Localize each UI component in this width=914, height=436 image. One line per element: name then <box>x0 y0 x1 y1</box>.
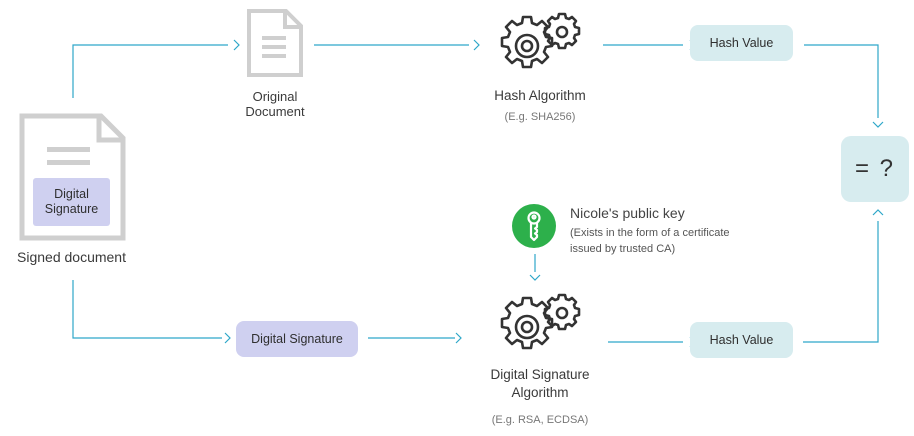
hash-value-bottom: Hash Value <box>690 322 793 358</box>
hash-algorithm-gears-icon <box>500 12 581 69</box>
arrow-up-compare-icon <box>872 209 884 216</box>
public-key-note: (Exists in the form of a certificate iss… <box>570 227 730 255</box>
digital-signature-pill: Digital Signature <box>236 321 358 357</box>
arrow-down-compare-icon <box>872 121 884 128</box>
connector-value-to-compare <box>804 44 879 118</box>
signature-algorithm-example: (E.g. RSA, ECDSA) <box>491 414 589 426</box>
original-document-label: Original Document <box>245 89 305 119</box>
signature-algorithm-label: Digital Signature Algorithm <box>490 367 590 400</box>
connector-value-bottom-to-compare <box>803 221 879 343</box>
public-key-title: Nicole's public key <box>570 205 685 221</box>
arrow-to-signature-icon <box>224 332 231 344</box>
signature-algorithm-gears-icon <box>500 293 581 350</box>
arrow-down-algorithm-icon <box>529 274 541 281</box>
hash-value-top: Hash Value <box>690 25 793 61</box>
arrow-to-original-icon <box>233 39 240 51</box>
original-document-icon <box>247 9 303 77</box>
arrow-to-sig-algorithm-icon <box>455 332 462 344</box>
comparison-box: = ? <box>841 136 909 202</box>
arrow-to-hash-algorithm-icon <box>473 39 480 51</box>
connector-doc-to-original <box>72 44 228 98</box>
connector-doc-to-signature <box>72 280 222 339</box>
hash-algorithm-label: Hash Algorithm <box>494 88 586 103</box>
hash-algorithm-example: (E.g. SHA256) <box>504 111 576 123</box>
signed-document-label: Signed document <box>17 249 126 265</box>
embedded-signature-badge: Digital Signature <box>33 178 110 226</box>
public-key-icon <box>512 204 556 248</box>
